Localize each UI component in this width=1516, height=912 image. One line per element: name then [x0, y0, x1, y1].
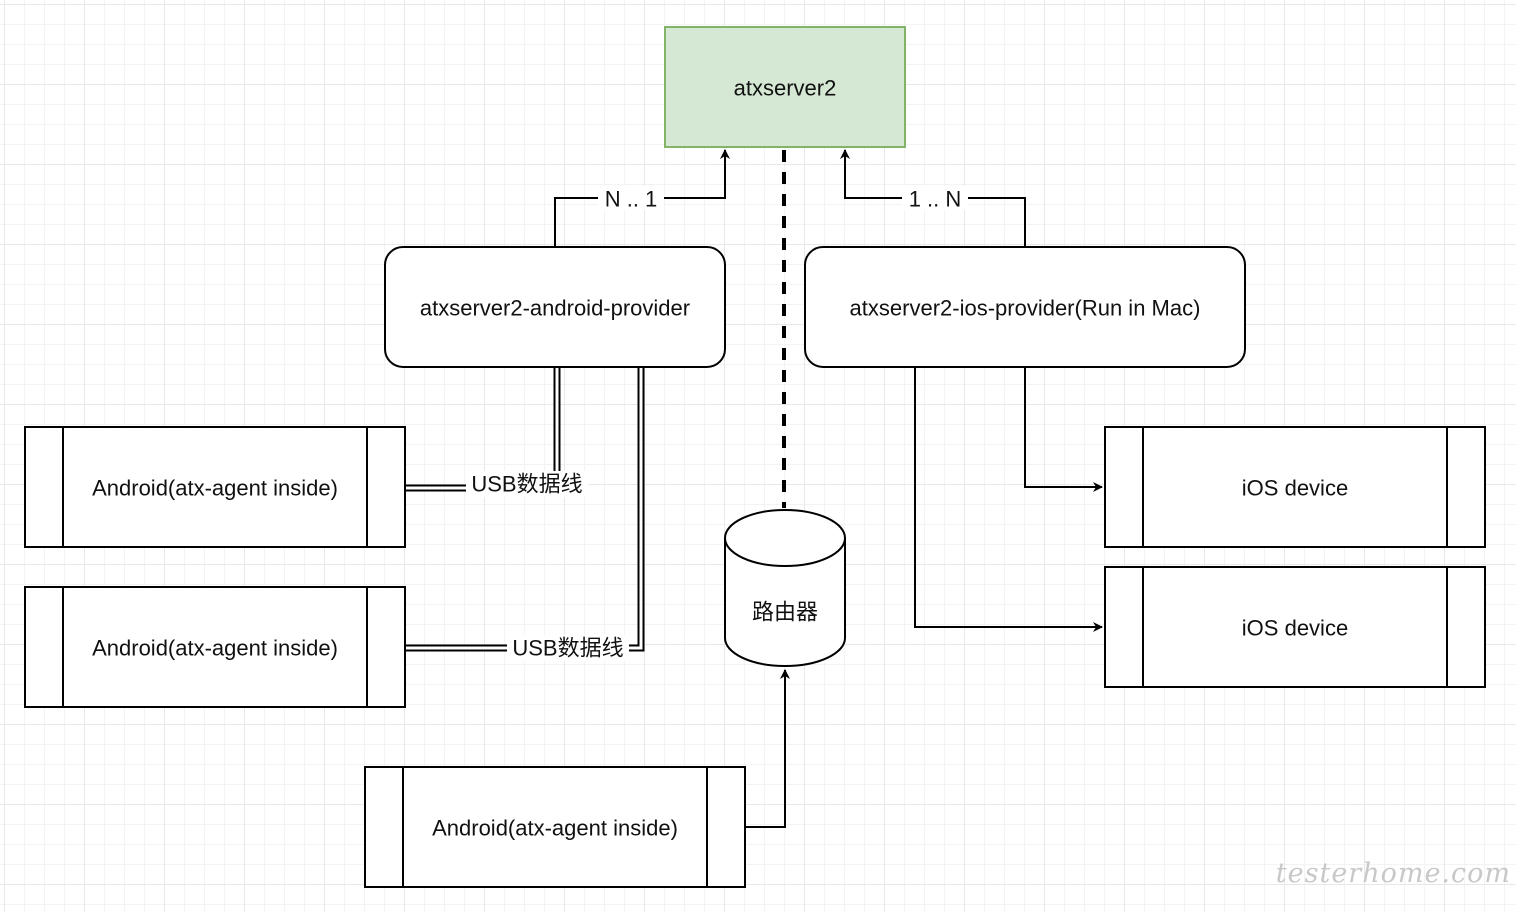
- server-label: atxserver2: [734, 76, 837, 101]
- server-box: [664, 26, 906, 148]
- usb-cable-1: [405, 368, 561, 492]
- edge-ios-provider-to-ios-device-1: [1024, 366, 1103, 492]
- android-device-2-label: Android(atx-agent inside): [92, 636, 338, 661]
- node-ios-device-1[interactable]: iOS device: [1104, 426, 1486, 548]
- edge-label-1-to-n: 1 .. N: [909, 187, 962, 212]
- node-ios-provider[interactable]: atxserver2-ios-provider(Run in Mac): [804, 246, 1246, 368]
- node-atxserver2[interactable]: atxserver2: [664, 26, 906, 148]
- usb-cable-label-2: USB数据线: [512, 636, 623, 661]
- android-device-1-label: Android(atx-agent inside): [92, 476, 338, 501]
- android-device-3-label: Android(atx-agent inside): [432, 816, 678, 841]
- node-router[interactable]: 路由器: [724, 509, 846, 667]
- node-ios-device-2[interactable]: iOS device: [1104, 566, 1486, 688]
- edge-label-n-to-1: N .. 1: [605, 187, 658, 212]
- node-android-device-1[interactable]: Android(atx-agent inside): [24, 426, 406, 548]
- node-android-device-2[interactable]: Android(atx-agent inside): [24, 586, 406, 708]
- android-provider-label: atxserver2-android-provider: [420, 296, 690, 321]
- router-label: 路由器: [752, 600, 818, 625]
- ios-provider-box: [804, 246, 1246, 368]
- node-android-device-3[interactable]: Android(atx-agent inside): [364, 766, 746, 888]
- router-cylinder: [724, 509, 846, 667]
- edge-android-device-3-to-router: [745, 669, 790, 828]
- edge-ios-provider-to-ios-device-2: [914, 366, 1103, 632]
- ios-device-2-label: iOS device: [1242, 616, 1348, 641]
- usb-cable-label-1: USB数据线: [471, 472, 582, 497]
- node-android-provider[interactable]: atxserver2-android-provider: [384, 246, 726, 368]
- ios-device-1-label: iOS device: [1242, 476, 1348, 501]
- usb-cable-2: [405, 368, 645, 652]
- ios-provider-label: atxserver2-ios-provider(Run in Mac): [850, 296, 1201, 321]
- android-provider-box: [384, 246, 726, 368]
- watermark: testerhome.com: [1276, 858, 1511, 889]
